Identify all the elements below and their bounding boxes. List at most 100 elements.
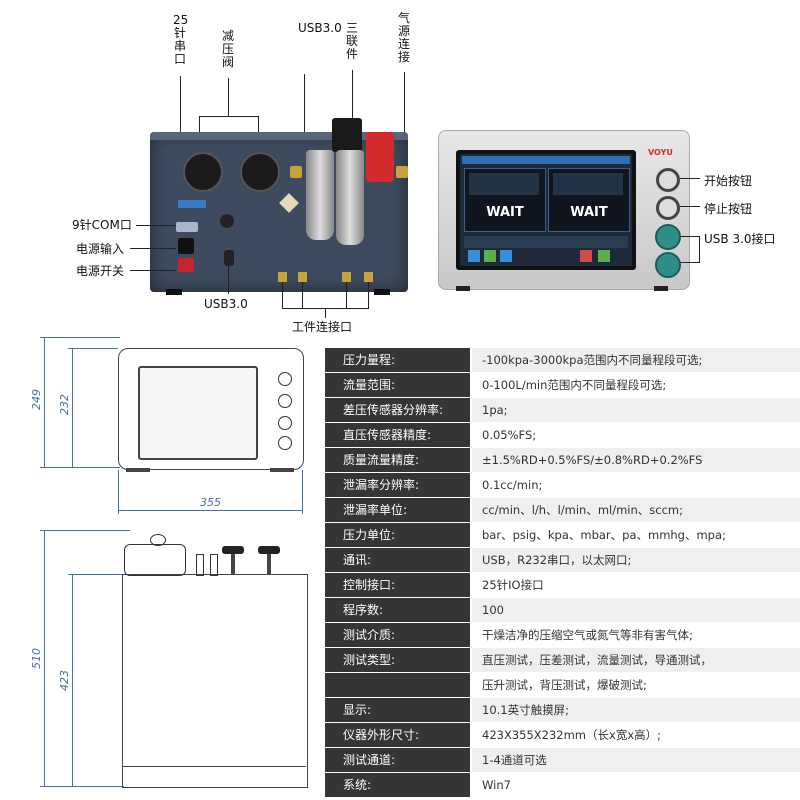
front-view-knob-2 bbox=[278, 394, 292, 408]
screen-status-bar bbox=[464, 236, 628, 248]
leader-work-2 bbox=[302, 282, 303, 308]
spec-row: 测试介质:干燥洁净的压缩空气或氮气等非有害气体; bbox=[325, 623, 800, 648]
spec-row: 质量流量精度:±1.5%RD+0.5%FS/±0.8%RD+0.2%FS bbox=[325, 448, 800, 473]
spec-value: 0.05%FS; bbox=[472, 423, 800, 447]
leader-triple bbox=[352, 70, 353, 120]
start-button[interactable] bbox=[656, 168, 680, 192]
spec-value: 100 bbox=[472, 598, 800, 622]
spec-key: 测试通道: bbox=[325, 748, 470, 772]
touchscreen: WAIT WAIT bbox=[460, 154, 632, 266]
dim-ext-423 bbox=[68, 574, 122, 575]
spec-key: 系统: bbox=[325, 773, 470, 797]
work-port-4 bbox=[364, 272, 373, 282]
chassis-top-edge bbox=[150, 132, 408, 140]
work-port-2 bbox=[298, 272, 307, 282]
hole-port bbox=[220, 214, 234, 228]
foot-right bbox=[374, 289, 390, 295]
spec-key: 通讯: bbox=[325, 548, 470, 572]
work-port-3 bbox=[342, 272, 351, 282]
leader-work-3 bbox=[346, 282, 347, 308]
foot-left bbox=[166, 289, 182, 295]
front-foot-left bbox=[456, 286, 470, 291]
spec-key: 差压传感器分辨率: bbox=[325, 398, 470, 422]
channel-1-readouts bbox=[469, 173, 539, 195]
leader-usb-top bbox=[304, 74, 305, 168]
dim-ext-top-249 bbox=[40, 337, 120, 338]
dim-249: 249 bbox=[30, 389, 43, 410]
spec-row: 通讯:USB，R232串口，以太网口; bbox=[325, 548, 800, 573]
reducer-knob-left bbox=[183, 152, 223, 192]
spec-value: USB，R232串口，以太网口; bbox=[472, 548, 800, 572]
leader-usb-bottom bbox=[228, 266, 229, 294]
spec-value: 直压测试，压差测试，流量测试，导通测试， bbox=[472, 648, 800, 672]
screen-btn-4 bbox=[580, 250, 592, 262]
spec-key: 压力量程: bbox=[325, 348, 470, 372]
spec-value: ±1.5%RD+0.5%FS/±0.8%RD+0.2%FS bbox=[472, 448, 800, 472]
dim-line-232 bbox=[72, 348, 73, 468]
fitting-usb-top bbox=[290, 166, 302, 178]
leader-reducer bbox=[228, 78, 229, 116]
front-view-knob-4 bbox=[278, 436, 292, 450]
wait-label-2: WAIT bbox=[570, 205, 608, 220]
dim-232: 232 bbox=[58, 394, 71, 415]
spec-value: 0.1cc/min; bbox=[472, 473, 800, 497]
spec-row: 测试类型:直压测试，压差测试，流量测试，导通测试， bbox=[325, 648, 800, 673]
label-air-inlet: 气源连接 bbox=[397, 11, 410, 64]
stop-button[interactable] bbox=[656, 196, 680, 220]
leader-work-4 bbox=[368, 282, 369, 308]
brand-logo: VOYU bbox=[648, 148, 673, 157]
spec-row: 测试通道:1-4通道可选 bbox=[325, 748, 800, 773]
leader-usb-join bbox=[699, 236, 700, 263]
red-valve bbox=[366, 132, 394, 182]
usb-port-2[interactable] bbox=[655, 252, 681, 278]
leader-usb-2 bbox=[680, 262, 700, 263]
dim-line-355 bbox=[118, 510, 302, 511]
dim-ext-232 bbox=[68, 348, 118, 349]
leader-start bbox=[680, 178, 700, 179]
leader-work-1 bbox=[282, 282, 283, 308]
usb-port-1[interactable] bbox=[655, 224, 681, 250]
spec-value: 10.1英寸触摸屏; bbox=[472, 698, 800, 722]
side-view-valve-2 bbox=[210, 554, 218, 576]
label-25pin-serial: 25针串口 bbox=[173, 13, 189, 66]
screen-btn-2 bbox=[484, 250, 496, 262]
side-view-knob-2 bbox=[258, 546, 280, 554]
dim-ext-bottom-249 bbox=[40, 467, 120, 468]
dim-423: 423 bbox=[58, 670, 71, 691]
leader-air bbox=[404, 72, 405, 168]
spec-value: 1pa; bbox=[472, 398, 800, 422]
spec-key: 显示: bbox=[325, 698, 470, 722]
leader-usb-1 bbox=[680, 236, 700, 237]
spec-key: 流量范围: bbox=[325, 373, 470, 397]
channel-panel-1: WAIT bbox=[464, 168, 546, 232]
spec-value: 25针IO接口 bbox=[472, 573, 800, 597]
spec-key: 程序数: bbox=[325, 598, 470, 622]
spec-row: 泄漏率分辨率:0.1cc/min; bbox=[325, 473, 800, 498]
label-power-input: 电源输入 bbox=[76, 242, 125, 256]
side-view-base-line bbox=[122, 766, 306, 767]
filter-bowl-right bbox=[336, 150, 364, 245]
spec-key: 仪器外形尺寸: bbox=[325, 723, 470, 747]
work-port-1 bbox=[278, 272, 287, 282]
channel-2-readouts bbox=[553, 173, 623, 195]
screen-btn-1 bbox=[468, 250, 480, 262]
leader-work-stem bbox=[325, 308, 326, 318]
side-view-outline bbox=[122, 574, 308, 788]
spec-key: 控制接口: bbox=[325, 573, 470, 597]
dim-355: 355 bbox=[200, 496, 221, 509]
dim-510: 510 bbox=[30, 648, 43, 669]
leader-com9 bbox=[136, 225, 176, 226]
side-view-knob-2-stem bbox=[267, 554, 271, 574]
screen-btn-5 bbox=[598, 250, 610, 262]
spec-row: 压力单位:bar、psig、kpa、mbar、pa、mmhg、mpa; bbox=[325, 523, 800, 548]
spec-value: 423X355X232mm（长x宽x高）; bbox=[472, 723, 800, 747]
label-stop-button: 停止按钮 bbox=[704, 202, 753, 216]
side-view-knob-1 bbox=[222, 546, 244, 554]
leader-power-switch bbox=[130, 270, 176, 271]
side-view-knob-1-stem bbox=[231, 554, 235, 574]
label-com9: 9针COM口 bbox=[72, 218, 132, 232]
spec-key: 直压传感器精度: bbox=[325, 423, 470, 447]
leader-reducer-bar bbox=[199, 116, 259, 117]
front-view-knob-3 bbox=[278, 416, 292, 430]
front-view-screen bbox=[138, 366, 258, 460]
